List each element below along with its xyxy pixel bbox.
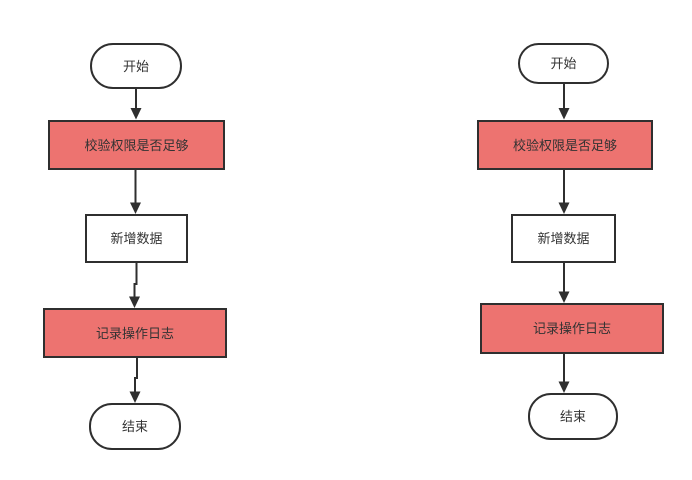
right-arrow-check-to-insert	[558, 170, 570, 214]
right-insert-data-node: 新增数据	[511, 214, 616, 263]
right-check-permission-node: 校验权限是否足够	[477, 120, 653, 170]
right-arrow-log-to-end	[558, 353, 570, 393]
left-arrow-check-to-insert	[130, 170, 141, 214]
right-arrow-insert-to-log	[558, 263, 570, 303]
right-log-operation-label: 记录操作日志	[532, 321, 611, 336]
right-insert-data-label: 新增数据	[537, 231, 590, 246]
left-insert-data-node: 新增数据	[85, 214, 188, 263]
left-insert-data-label: 新增数据	[110, 231, 163, 246]
left-check-permission-label: 校验权限是否足够	[84, 137, 189, 153]
left-arrow-log-to-end	[129, 358, 141, 403]
left-arrow-insert-to-log	[129, 263, 140, 308]
right-arrow-start-to-check	[558, 84, 570, 120]
left-start-label: 开始	[122, 58, 149, 74]
left-log-operation-node: 记录操作日志	[43, 308, 227, 358]
left-arrow-start-to-check	[130, 89, 142, 120]
right-log-operation-node: 记录操作日志	[480, 303, 664, 354]
left-end-label: 结束	[121, 419, 148, 434]
left-check-permission-node: 校验权限是否足够	[48, 120, 225, 170]
left-start-node: 开始	[90, 43, 182, 89]
right-end-node: 结束	[528, 393, 618, 440]
right-end-label: 结束	[559, 409, 586, 424]
left-end-node: 结束	[89, 403, 181, 450]
right-start-node: 开始	[518, 43, 609, 84]
right-start-label: 开始	[550, 56, 577, 71]
right-check-permission-label: 校验权限是否足够	[512, 137, 617, 153]
left-log-operation-label: 记录操作日志	[95, 325, 174, 341]
